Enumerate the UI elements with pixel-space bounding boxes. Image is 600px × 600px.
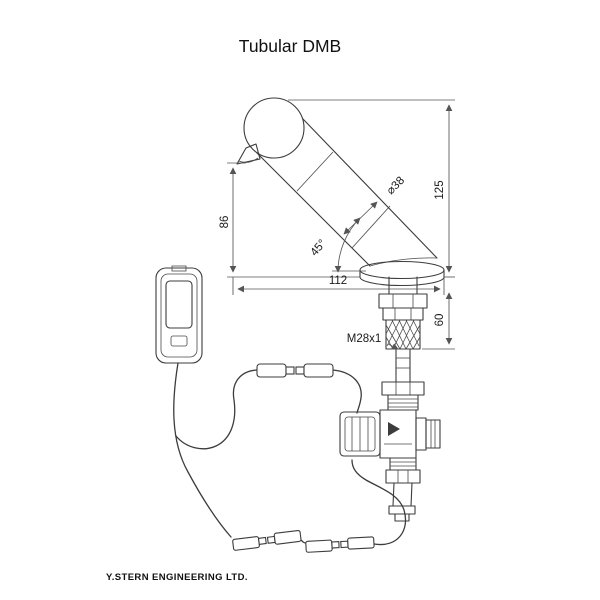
sensor-control-box	[155, 265, 203, 364]
connector-plug	[347, 536, 375, 550]
connector-plug	[303, 363, 334, 378]
cable-box-to-connector	[173, 362, 232, 538]
dimension-60: 60	[422, 292, 455, 350]
tube-seam-upper	[296, 151, 334, 192]
shank-thread	[385, 319, 421, 350]
connector-plug	[273, 529, 302, 545]
connector-socket	[305, 539, 333, 553]
connector-pair-bottom-left	[232, 529, 302, 551]
threaded-shank	[378, 276, 428, 383]
base-flange-top	[359, 260, 445, 280]
tube-base-junction	[369, 257, 438, 267]
company-name: Y.STERN ENGINEERING LTD.	[106, 572, 248, 583]
cable-slack-loop	[175, 369, 258, 450]
connector-pair-upper	[256, 363, 334, 378]
valve-right-neck	[415, 417, 427, 451]
cables	[173, 362, 407, 546]
outlet-pipe-right	[410, 482, 413, 507]
spout-head	[243, 97, 305, 159]
dim-label-diameter: ⌀38	[385, 175, 407, 197]
connector-tip	[331, 541, 340, 549]
tube-upper-edge	[302, 118, 438, 259]
control-box-inner	[160, 273, 198, 358]
flow-arrow	[388, 422, 400, 436]
dimension-112: 112	[232, 275, 445, 295]
connector-socket	[232, 536, 260, 551]
dimension-thread-m28: M28x1	[347, 333, 399, 350]
valve-right-hex	[425, 419, 441, 449]
outlet-pipe-left	[392, 482, 395, 507]
control-box-notch	[171, 265, 187, 272]
shank-collar	[382, 307, 424, 321]
connector-socket	[256, 363, 287, 378]
spout-mouth	[238, 157, 259, 163]
valve-body	[379, 409, 417, 459]
faucet-body	[236, 97, 438, 267]
shank-nut	[378, 293, 428, 309]
dimension-angle-45: 45°	[309, 217, 366, 273]
dim-label-112: 112	[329, 275, 347, 287]
thread-hatch	[385, 319, 421, 350]
dim-label-86: 86	[219, 216, 231, 229]
connector-tip	[285, 366, 295, 375]
solenoid-valve-assembly	[339, 381, 441, 522]
dim-label-60: 60	[434, 314, 446, 327]
valve-bottom-thread	[389, 457, 417, 471]
tube-seam-lower	[351, 205, 391, 249]
dim-label-125: 125	[434, 180, 446, 199]
cable-between-connectors	[300, 539, 307, 544]
spout-outlet	[236, 143, 261, 165]
connector-tip	[257, 536, 267, 545]
sensor-window	[165, 280, 193, 329]
outlet-cap	[388, 505, 416, 515]
control-box-switch	[170, 335, 188, 347]
connector-pair-bottom-right	[305, 536, 375, 553]
valve-top-thread	[387, 394, 419, 411]
valve-top-nut	[381, 381, 425, 396]
outlet-tip	[394, 513, 410, 522]
cable-to-solenoid-top	[332, 369, 362, 414]
dim-label-thread: M28x1	[347, 333, 382, 345]
control-box-outer	[155, 267, 203, 364]
dimension-125: 125	[288, 99, 455, 278]
dimension-86: 86	[219, 162, 360, 278]
base-flange-bottom	[359, 276, 445, 287]
drawing-title: Tubular DMB	[239, 36, 341, 56]
dim-label-angle: 45°	[309, 238, 329, 259]
connector-tip	[340, 540, 349, 549]
cable-to-solenoid-bottom	[351, 459, 407, 546]
connector-tip	[295, 366, 305, 375]
valve-bottom-nut	[385, 469, 421, 484]
